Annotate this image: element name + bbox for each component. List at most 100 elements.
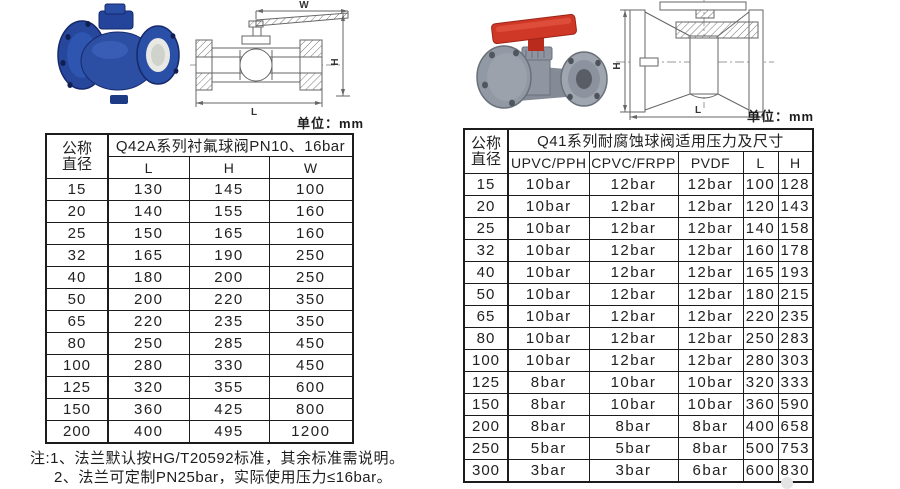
table-cell: 80 bbox=[45, 332, 109, 355]
lined-ball-valve-photo bbox=[57, 3, 180, 104]
dim-w-label: W bbox=[299, 0, 309, 11]
table-cell: 15 bbox=[463, 173, 509, 196]
table-cell: 193 bbox=[777, 261, 814, 284]
table-cell: 3bar bbox=[507, 459, 590, 483]
table-cell: 8bar bbox=[677, 437, 744, 460]
table-cell: 425 bbox=[188, 398, 270, 421]
table-cell: 100 bbox=[742, 173, 779, 196]
table-cell: 140 bbox=[107, 200, 190, 223]
table-cell: 12bar bbox=[588, 327, 679, 350]
table-cell: 12bar bbox=[677, 173, 744, 196]
table-cell: 12bar bbox=[677, 349, 744, 372]
table-cell: 10bar bbox=[507, 261, 590, 284]
table-cell: 100 bbox=[45, 354, 109, 377]
table-cell: 50 bbox=[463, 283, 509, 306]
table-cell: 12bar bbox=[588, 217, 679, 240]
table-cell: 12bar bbox=[588, 283, 679, 306]
table-cell: 283 bbox=[777, 327, 814, 350]
table-cell: 140 bbox=[742, 217, 779, 240]
table-cell: 100 bbox=[463, 349, 509, 372]
table-cell: 495 bbox=[188, 420, 270, 444]
watermark-dot bbox=[781, 477, 793, 489]
table-cell: 32 bbox=[463, 239, 509, 262]
table-cell: 160 bbox=[268, 200, 354, 223]
table-cell: 220 bbox=[188, 288, 270, 311]
table-cell: 165 bbox=[107, 244, 190, 267]
table-cell: 8bar bbox=[588, 415, 679, 438]
table-cell: 10bar bbox=[507, 349, 590, 372]
table-cell: 12bar bbox=[677, 239, 744, 262]
table-cell: 600 bbox=[742, 459, 779, 483]
col-header-pvdf: PVDF bbox=[677, 151, 744, 174]
table-cell: 32 bbox=[45, 244, 109, 267]
table-cell: 658 bbox=[777, 415, 814, 438]
table-cell: 125 bbox=[463, 371, 509, 394]
table-cell: 400 bbox=[107, 420, 190, 444]
dn-line1: 公称 bbox=[61, 139, 92, 157]
table-cell: 120 bbox=[742, 195, 779, 218]
table-cell: 40 bbox=[463, 261, 509, 284]
table-cell: 450 bbox=[268, 354, 354, 377]
table-cell: 350 bbox=[268, 288, 354, 311]
table-cell: 25 bbox=[45, 222, 109, 245]
table-cell: 10bar bbox=[507, 283, 590, 306]
col-header-cpvc-frpp: CPVC/FRPP bbox=[588, 151, 679, 174]
q41-dimension-drawing: H L bbox=[612, 0, 774, 120]
table-cell: 10bar bbox=[507, 217, 590, 240]
table-cell: 350 bbox=[268, 310, 354, 333]
table-cell: 200 bbox=[463, 415, 509, 438]
table-cell: 12bar bbox=[677, 195, 744, 218]
table-cell: 100 bbox=[268, 178, 354, 201]
unit-label: 单位：mm bbox=[747, 109, 815, 124]
table-cell: 250 bbox=[742, 327, 779, 350]
q42a-dimension-drawing: W H L bbox=[190, 0, 350, 118]
dim-h-label: H bbox=[612, 62, 623, 69]
table-cell: 10bar bbox=[507, 327, 590, 350]
table-cell: 165 bbox=[188, 222, 270, 245]
dim-l-label: L bbox=[695, 105, 701, 116]
table-cell: 590 bbox=[777, 393, 814, 416]
table-cell: 200 bbox=[45, 420, 109, 444]
table-cell: 12bar bbox=[588, 261, 679, 284]
table-cell: 753 bbox=[777, 437, 814, 460]
table-cell: 12bar bbox=[677, 217, 744, 240]
table-cell: 5bar bbox=[588, 437, 679, 460]
table-cell: 235 bbox=[777, 305, 814, 328]
table-cell: 500 bbox=[742, 437, 779, 460]
table-cell: 250 bbox=[463, 437, 509, 460]
table-cell: 830 bbox=[777, 459, 814, 483]
table-cell: 40 bbox=[45, 266, 109, 289]
table-cell: 10bar bbox=[507, 195, 590, 218]
table-cell: 155 bbox=[188, 200, 270, 223]
table-cell: 800 bbox=[268, 398, 354, 421]
table-cell: 303 bbox=[777, 349, 814, 372]
table-cell: 250 bbox=[268, 244, 354, 267]
table-cell: 12bar bbox=[588, 349, 679, 372]
q41-pressure-dimensions-table: 公称直径 Q41系列耐腐蚀球阀适用压力及尺寸 UPVC/PPH CPVC/FRP… bbox=[463, 128, 815, 483]
table-cell: 125 bbox=[45, 376, 109, 399]
table-cell: 5bar bbox=[507, 437, 590, 460]
dn-line2: 直径 bbox=[61, 155, 92, 173]
table-cell: 220 bbox=[107, 310, 190, 333]
table-cell: 235 bbox=[188, 310, 270, 333]
table-cell: 160 bbox=[268, 222, 354, 245]
table-cell: 128 bbox=[777, 173, 814, 196]
dn-line1: 公称 bbox=[470, 134, 501, 152]
table-cell: 10bar bbox=[677, 393, 744, 416]
table-cell: 320 bbox=[107, 376, 190, 399]
